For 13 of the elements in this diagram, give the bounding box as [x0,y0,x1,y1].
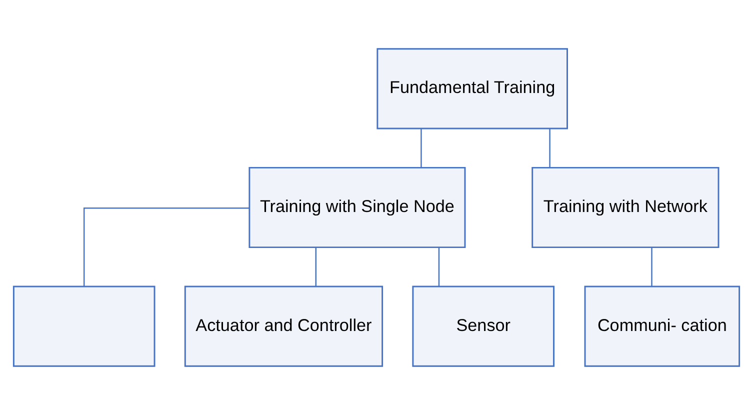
connector [438,246,440,286]
connector [549,128,550,168]
node-box: Sensor [412,285,555,366]
connector [315,246,316,286]
node-box: Fundamental Training [376,48,568,129]
connector [83,207,250,286]
node-box: Communi- cation [584,285,740,366]
connector [420,128,422,168]
connector [651,246,652,286]
node-box: Training with Single Node [248,166,466,248]
node-box: Training with Network [532,166,720,248]
node-box: Actuator and Controller [184,285,384,366]
node-box [12,285,156,366]
